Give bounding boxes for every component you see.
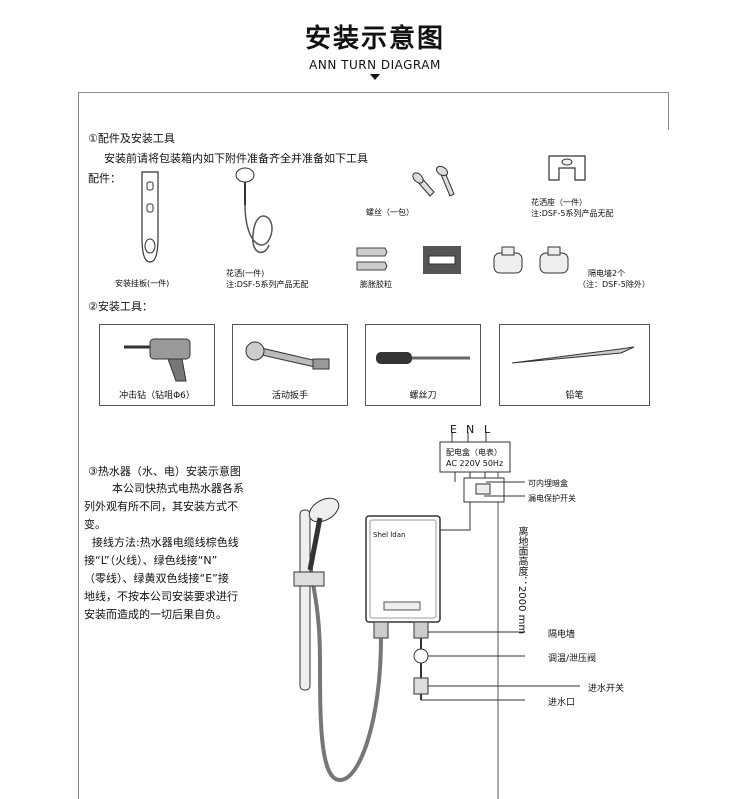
isolator-icon [493,246,569,274]
tool-drill-box: 冲击钻（钻咀Φ6） [99,324,215,406]
parts-label: 配件： [88,172,121,185]
screws-label: 螺丝（一包） [366,208,414,217]
terminal-n: N [466,423,475,436]
section3-line-3: 变。 [84,518,106,531]
section1-heading: ①配件及安装工具 [88,132,175,145]
screws-icon [412,165,455,197]
tool-screwdriver-label: 螺丝刀 [409,391,437,401]
holder-note: 注:DSF-5系列产品无配 [531,209,614,218]
page-subtitle: ANN TURN DIAGRAM [309,58,441,72]
terminal-l: L [484,423,491,436]
tool-wrench-label: 活动扳手 [271,391,308,401]
bracket-icon [141,171,159,263]
anchors-label: 膨胀胶粒 [360,280,392,289]
meter-line-1: 配电盒（电表） [446,448,502,457]
shower-holder-icon [548,155,586,181]
callout-valve: 调温/泄压阀 [548,654,597,664]
section3-line-8: 安装而造成的一切后果自负。 [84,608,227,621]
isolator-label: 隔电墙2个 [588,269,626,278]
shower-note: 注:DSF-5系列产品无配 [226,280,309,289]
section3-line-7: 地线，不按本公司安装要求进行 [84,590,238,603]
isolator-note: （注：DSF-5除外） [578,280,650,289]
terminal-e: E [450,423,457,436]
tool-wrench-box: 活动扳手 [232,324,348,406]
section1-intro: 安装前请将包装箱内如下附件准备齐全并准备如下工具 [104,152,368,165]
page-title: 安装示意图 [304,24,445,54]
frame-left-line [78,92,79,799]
section3-line-6: （零线）、绿黄双色线接“E”接 [84,572,229,585]
installation-diagram [293,432,580,799]
holder-label: 花洒座（一件） [531,198,587,207]
callout-inlet: 进水口 [548,698,576,708]
section3-line-2: 列外观有所不同，其安装方式不 [84,500,238,513]
shower-label: 花洒(一件) [226,269,265,278]
pencil-icon [511,346,635,364]
frame-top-line [78,92,668,93]
tool-pencil-box: 铅笔 [499,324,650,406]
brand-label: Shel ldan [373,531,406,539]
section3-text: 本公司快热式电热水器各系 列外观有所不同，其安装方式不 变。 接线方法:热水器电… [84,480,254,624]
meter-line-2: AC 220V 50Hz [446,459,504,468]
wrench-icon [245,341,330,370]
section2-heading: ②安装工具： [88,300,153,313]
anchors-icon [356,246,461,274]
section3-line-4: 接线方法:热水器电缆线棕色线 [92,536,239,549]
frame-right-line [668,92,669,130]
breaker-label: 漏电保护开关 [528,494,576,503]
junction-box-label: 可内埋暗盒 [528,479,568,488]
height-note: 离地面高度：2000 mm [516,526,527,635]
drill-icon [124,338,191,382]
tool-screwdriver-box: 螺丝刀 [365,324,481,406]
tool-drill-label: 冲击钻（钻咀Φ6） [119,391,195,401]
bracket-label: 安装挂板(一件) [115,279,170,288]
tool-pencil-label: 铅笔 [565,391,584,401]
callout-inlet-switch: 进水开关 [588,684,625,694]
shower-head-icon [235,167,273,254]
section3-line-5: 接“L”（火线）、绿色线接“N” [84,554,218,567]
callout-isolator: 隔电墙 [548,630,576,640]
section3-line-1: 本公司快热式电热水器各系 [112,482,244,495]
down-triangle-icon [370,74,380,80]
screwdriver-icon [376,352,470,364]
section3-heading: ③热水器（水、电）安装示意图 [88,465,241,478]
